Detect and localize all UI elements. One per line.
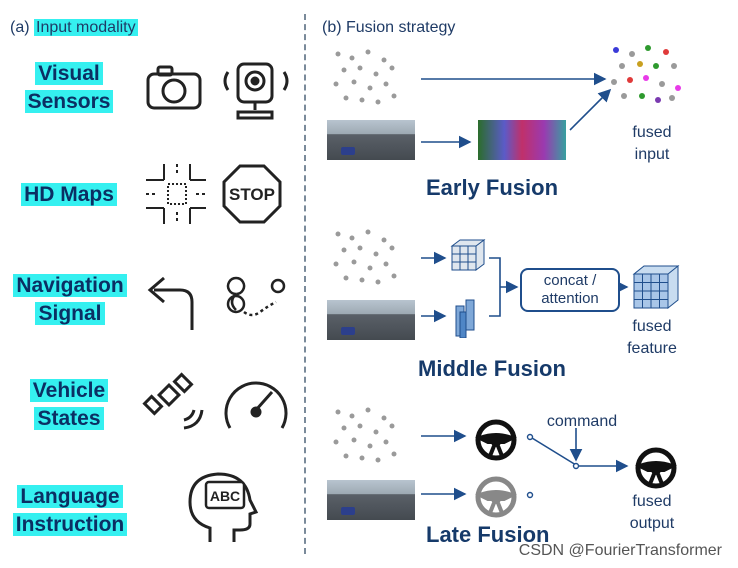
fused-input-label: fused input xyxy=(612,122,692,166)
satellite-icon xyxy=(142,372,204,430)
fused-output-line1: fused xyxy=(632,493,672,510)
category-line2: Sensors xyxy=(24,90,114,113)
category-navigation-signal: Navigation Signal xyxy=(6,272,134,328)
category-line2: Signal xyxy=(35,302,105,325)
panel-divider xyxy=(304,14,306,554)
fused-output-line2: output xyxy=(629,515,675,532)
late-fusion-title: Late Fusion xyxy=(426,522,550,547)
watermark: CSDN @FourierTransformer xyxy=(518,542,722,559)
fused-feature-label: fused feature xyxy=(612,316,692,360)
navigation-icons xyxy=(147,276,286,330)
vehicle-state-icons xyxy=(142,372,288,430)
language-head-icon: ABC xyxy=(188,472,259,542)
category-line1: Navigation xyxy=(13,274,127,297)
point-cloud-early xyxy=(333,49,397,105)
steering-wheel-icon xyxy=(475,419,517,461)
category-line1: Vehicle xyxy=(29,379,109,402)
category-line2: States xyxy=(34,407,104,430)
stop-sign-icon: STOP xyxy=(222,164,282,224)
category-hd-maps: HD Maps xyxy=(10,181,128,209)
intersection-icon xyxy=(146,164,206,224)
fused-input-line2: input xyxy=(634,146,670,163)
early-fusion-title: Early Fusion xyxy=(426,175,559,200)
stop-sign-text: STOP xyxy=(229,185,275,204)
input-modality-header: (a) Input modality xyxy=(10,19,138,37)
fused-feature-line1: fused xyxy=(632,318,672,335)
point-cloud-late xyxy=(333,407,397,463)
camera-icon xyxy=(146,65,202,110)
header-label: Input modality xyxy=(34,19,138,36)
category-language-instruction: Language Instruction xyxy=(6,483,134,539)
feature-cubes xyxy=(450,239,486,338)
flow-arrows xyxy=(421,72,629,501)
category-line1: Language xyxy=(17,485,123,508)
box-line2: attention xyxy=(541,290,599,307)
segmentation-image xyxy=(478,120,566,160)
category-vehicle-states: Vehicle States xyxy=(10,377,128,433)
middle-fusion-title: Middle Fusion xyxy=(418,356,566,381)
camera-image-late xyxy=(327,480,415,520)
box-line1: concat / xyxy=(543,272,597,289)
category-visual-sensors: Visual Sensors xyxy=(10,60,128,116)
fused-output-label: fused output xyxy=(612,491,692,535)
abc-text: ABC xyxy=(210,488,240,504)
camera-image-middle xyxy=(327,300,415,340)
fused-input-line1: fused xyxy=(632,124,672,141)
visual-sensor-icons xyxy=(146,62,289,120)
fused-feature-line2: feature xyxy=(627,340,677,357)
turn-left-arrow-icon xyxy=(147,276,194,330)
command-label: command xyxy=(546,413,618,430)
route-pin-icon xyxy=(226,276,286,317)
point-cloud-middle xyxy=(333,229,397,285)
speedometer-icon xyxy=(224,381,288,429)
header-prefix: (a) xyxy=(10,19,30,36)
concat-attention-box: concat / attention xyxy=(520,268,620,312)
fusion-strategy-header: (b) Fusion strategy xyxy=(322,19,456,36)
fused-input-points xyxy=(611,45,681,103)
fused-feature-cube xyxy=(632,264,680,310)
category-line2: Instruction xyxy=(12,513,128,536)
camera-image-early xyxy=(327,120,415,160)
fused-steering-wheel-icon xyxy=(635,447,677,489)
hd-map-icons: STOP xyxy=(146,164,282,224)
category-line1: Visual xyxy=(35,62,103,85)
category-line1: HD Maps xyxy=(21,183,117,206)
steering-wheel-faded-icon xyxy=(475,476,517,518)
webcam-icon xyxy=(223,62,289,120)
